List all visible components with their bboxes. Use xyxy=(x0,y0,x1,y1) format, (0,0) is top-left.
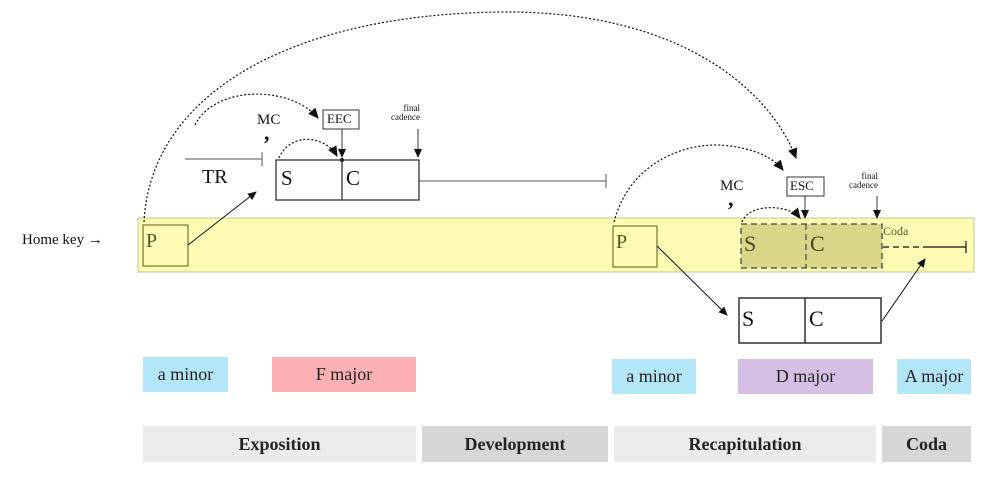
section-exposition: Exposition xyxy=(143,426,416,462)
key-box-a-minor-expo: a minor xyxy=(143,357,228,392)
arrow-p-to-tr xyxy=(187,191,257,246)
arrow-recap-p-to-sc xyxy=(656,245,728,316)
recap-p-label: P xyxy=(616,231,628,253)
recap-c-home-label: C xyxy=(810,231,825,256)
home-key-label: Home key → xyxy=(22,232,103,248)
section-label: Coda xyxy=(905,433,947,454)
expo-p-box xyxy=(142,224,189,267)
key-label: F major xyxy=(315,364,373,384)
eec-label: EEC xyxy=(327,111,352,126)
key-box-f-major: F major xyxy=(272,357,416,392)
recap-mc-label: MC xyxy=(720,178,744,194)
section-coda: Coda xyxy=(882,426,971,462)
expo-final-line2: cadence xyxy=(391,112,420,122)
section-label: Recapitulation xyxy=(688,433,802,454)
recap-sc-lower-box xyxy=(738,297,882,344)
arc-expo-s-to-c xyxy=(278,138,338,159)
recap-s-home-label: S xyxy=(744,231,757,256)
eec-point xyxy=(340,158,344,162)
recap-final-cadence-label: final cadence xyxy=(836,172,878,190)
key-label: a minor xyxy=(157,364,214,384)
section-recapitulation: Recapitulation xyxy=(614,426,876,462)
arc-p-to-eec xyxy=(194,93,319,126)
coda-inline-label: Coda xyxy=(883,224,909,238)
recap-s-lower-label: S xyxy=(742,306,755,331)
expo-p-label: P xyxy=(146,230,158,252)
eec-box xyxy=(322,109,360,130)
recap-final-line1: final xyxy=(861,171,879,181)
key-label: a minor xyxy=(626,366,682,386)
key-label: D major xyxy=(775,366,836,386)
recap-final-line2: cadence xyxy=(849,180,878,190)
expo-s-label: S xyxy=(281,166,293,190)
key-box-d-major: D major xyxy=(738,359,873,394)
arrow-sc-to-coda xyxy=(881,258,926,322)
key-label: A major xyxy=(904,366,964,386)
arc-recap-p-to-esc xyxy=(613,144,784,223)
expo-mc-label: MC xyxy=(257,112,281,128)
expo-sc-box xyxy=(275,159,420,201)
recap-c-lower-label: C xyxy=(809,306,824,331)
section-label: Exposition xyxy=(238,433,321,454)
expo-mc-mark: , xyxy=(264,120,270,145)
tr-label: TR xyxy=(202,166,228,188)
arc-recap-s-to-c xyxy=(741,207,801,223)
section-label: Development xyxy=(464,433,566,454)
section-development: Development xyxy=(422,426,608,462)
key-box-a-major: A major xyxy=(897,359,971,394)
expo-final-cadence-label: final cadence xyxy=(378,104,420,122)
key-box-a-minor-recap: a minor xyxy=(612,359,696,394)
recap-mc-mark: , xyxy=(728,186,734,211)
expo-final-line1: final xyxy=(403,103,421,113)
expo-c-label: C xyxy=(346,166,361,190)
esc-label: ESC xyxy=(790,178,814,193)
arc-expo-p-to-esc xyxy=(143,11,798,223)
recap-sc-home-box xyxy=(740,223,883,269)
